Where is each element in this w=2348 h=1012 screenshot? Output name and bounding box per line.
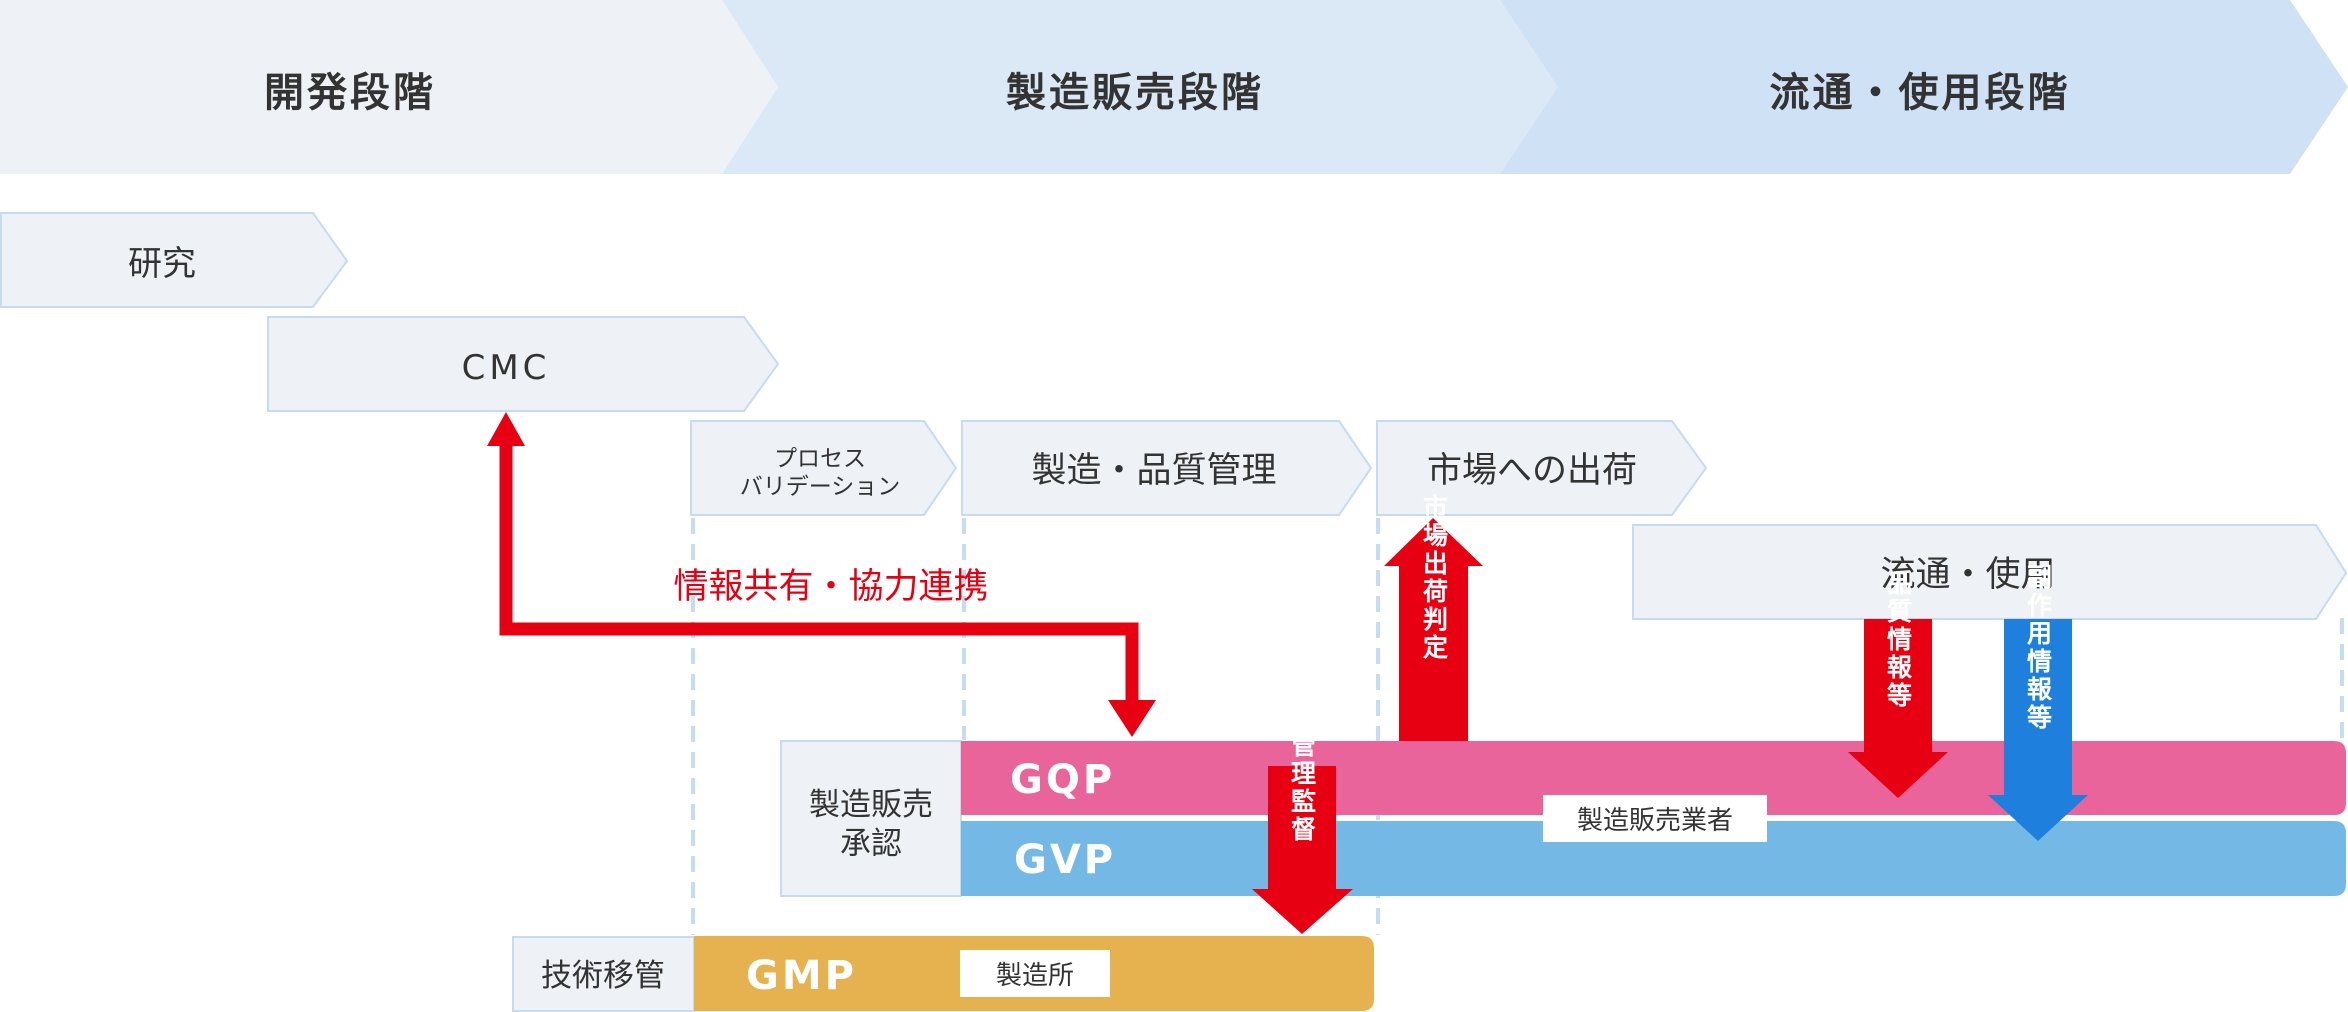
phase-distribution-use-label: 流通・使用段階 (1770, 70, 2071, 116)
adverse-info-arrow (1988, 619, 2088, 841)
release-decision-arrow (1384, 518, 1483, 741)
supervision-arrow (1252, 766, 1353, 934)
info-share-line (499, 440, 1139, 708)
market-shipment-label: 市場への出荷 (1427, 451, 1637, 491)
approval-label-line1: 製造販売 (809, 787, 933, 823)
activity-boxes (0, 212, 2348, 620)
site-label: 製造所 (996, 961, 1074, 991)
approval-label-line2: 承認 (840, 826, 902, 862)
process-validation-label-line1: プロセス (774, 446, 866, 472)
quality-info-arrow (1848, 619, 1948, 798)
mah-label: 製造販売業者 (1577, 806, 1733, 836)
block-arrows (1252, 518, 2088, 934)
phase-header: 開発段階 製造販売段階 流通・使用段階 (0, 0, 2348, 174)
phase-development-label: 開発段階 (264, 70, 436, 116)
mah-label-box (1543, 795, 1767, 842)
phase-development (0, 0, 778, 174)
info-share-label: 情報共有・協力連携 (673, 567, 988, 607)
tech-transfer-box (512, 936, 695, 1012)
gvp-label: GVP (1014, 837, 1116, 883)
info-share-connector: 情報共有・協力連携 (487, 412, 1156, 737)
gmp-label: GMP (746, 953, 857, 999)
process-validation-label-line2: バリデーション (740, 474, 901, 500)
phase-distribution-use (1500, 0, 2348, 174)
tech-transfer-label: 技術移管 (541, 958, 665, 994)
manufacturing-qc-label: 製造・品質管理 (1031, 451, 1276, 491)
distribution-use-label: 流通・使用 (1880, 555, 2055, 595)
gqp-label: GQP (1010, 757, 1115, 803)
info-share-arrowhead-down (1108, 700, 1156, 737)
process-validation-box (690, 420, 958, 516)
release-decision-label: 市場出荷判定 (1420, 493, 1449, 662)
research-label: 研究 (128, 244, 196, 284)
info-share-arrowhead-up (487, 412, 525, 446)
quality-info-label: 品質情報等 (1884, 570, 1913, 710)
phase-manufacturing-sales-label: 製造販売段階 (1006, 70, 1264, 116)
site-label-box (960, 950, 1110, 997)
approval-box (780, 740, 962, 897)
manufacturing-qc-box (961, 420, 1373, 516)
band-labels: 製造販売 承認 技術移管 GQP GVP GMP 製造販売業者 製造所 (541, 757, 1733, 999)
research-box (0, 212, 349, 308)
adverse-info-label: 副作用情報等 (2024, 564, 2053, 732)
activity-labels: 研究 CMC プロセス バリデーション 製造・品質管理 市場への出荷 流通・使用 (128, 244, 2056, 595)
cmc-box (267, 316, 780, 412)
supervision-label: 管理監督 (1288, 731, 1317, 844)
vertical-arrow-labels: 市場出荷判定 管理監督 品質情報等 副作用情報等 (1288, 493, 2053, 844)
phase-manufacturing-sales (722, 0, 1558, 174)
cmc-label: CMC (462, 348, 551, 388)
distribution-use-box (1632, 524, 2348, 620)
market-shipment-box (1376, 420, 1708, 516)
